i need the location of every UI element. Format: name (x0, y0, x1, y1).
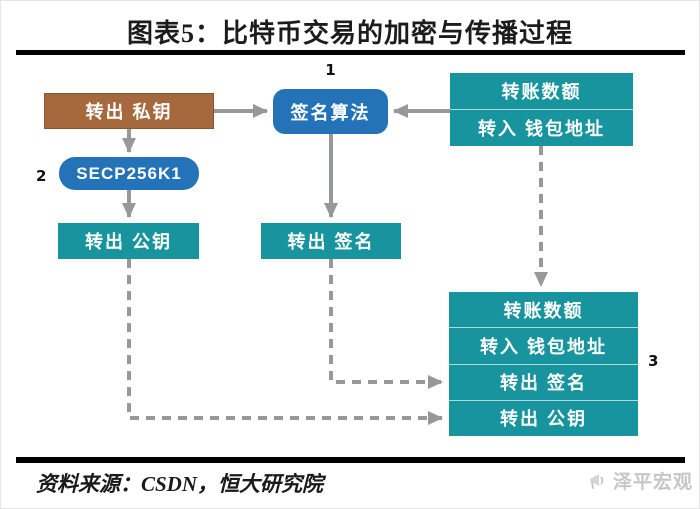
dashed-arrow-publickey-to-txfull (127, 259, 443, 425)
tx-draft-row-amount: 转账数额 (501, 82, 582, 102)
node-transaction-full: 转账数额 转入 钱包地址 转出 签名 转出 公钥 (449, 292, 638, 436)
dashed-arrow-signature-to-txfull (329, 259, 443, 389)
node-sender-private-key: 转出 私钥 (44, 93, 214, 129)
source-note: 资料来源：CSDN，恒大研究院 (36, 472, 324, 496)
node-secp256k1: SECP256K1 (59, 157, 199, 190)
tx-draft-row-wallet-address: 转入 钱包地址 (450, 109, 633, 146)
node-transaction-draft: 转账数额 转入 钱包地址 (450, 73, 633, 146)
step-label-3: 3 (648, 352, 659, 370)
node-secp256k1-label: SECP256K1 (76, 163, 182, 183)
node-signature-algorithm-label: 签名算法 (290, 102, 371, 123)
top-rule (16, 50, 685, 55)
node-sender-private-key-label: 转出 私钥 (85, 102, 173, 122)
tx-full-row-public-key: 转出 公钥 (449, 399, 638, 436)
tx-full-row-amount: 转账数额 (503, 300, 584, 321)
megaphone-icon (589, 473, 604, 489)
brand-name: 泽平宏观 (612, 472, 693, 493)
step-label-1: 1 (325, 61, 336, 79)
node-sender-public-key: 转出 公钥 (58, 223, 199, 259)
step-label-2: 2 (36, 167, 47, 185)
node-sender-public-key-label: 转出 公钥 (84, 232, 172, 252)
tx-full-row-signature: 转出 签名 (449, 363, 638, 400)
node-signature-algorithm: 签名算法 (273, 89, 388, 134)
tx-full-row-wallet-address: 转入 钱包地址 (449, 327, 638, 363)
node-sender-signature: 转出 签名 (261, 223, 401, 259)
bottom-rule (16, 457, 685, 463)
brand-logo: 泽平宏观 (586, 467, 693, 494)
figure-title: 图表5：比特币交易的加密与传播过程 (126, 19, 573, 48)
node-sender-signature-label: 转出 签名 (287, 232, 375, 252)
